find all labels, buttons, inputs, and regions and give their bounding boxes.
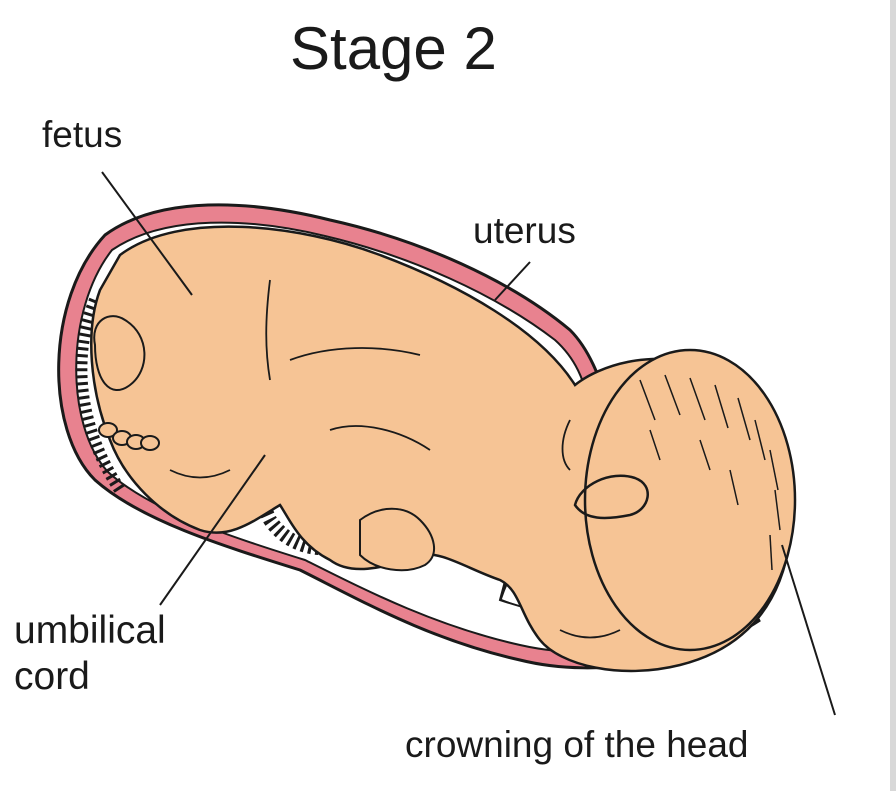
label-fetus: fetus [42, 114, 122, 156]
label-uterus: uterus [473, 210, 576, 252]
label-crowning-of-the-head: crowning of the head [405, 724, 749, 766]
right-edge-divider [890, 0, 896, 791]
leader-crowning [782, 545, 835, 715]
label-umbilical-cord: umbilical cord [14, 608, 234, 700]
diagram-title: Stage 2 [290, 14, 497, 83]
fetus-head [585, 350, 795, 650]
